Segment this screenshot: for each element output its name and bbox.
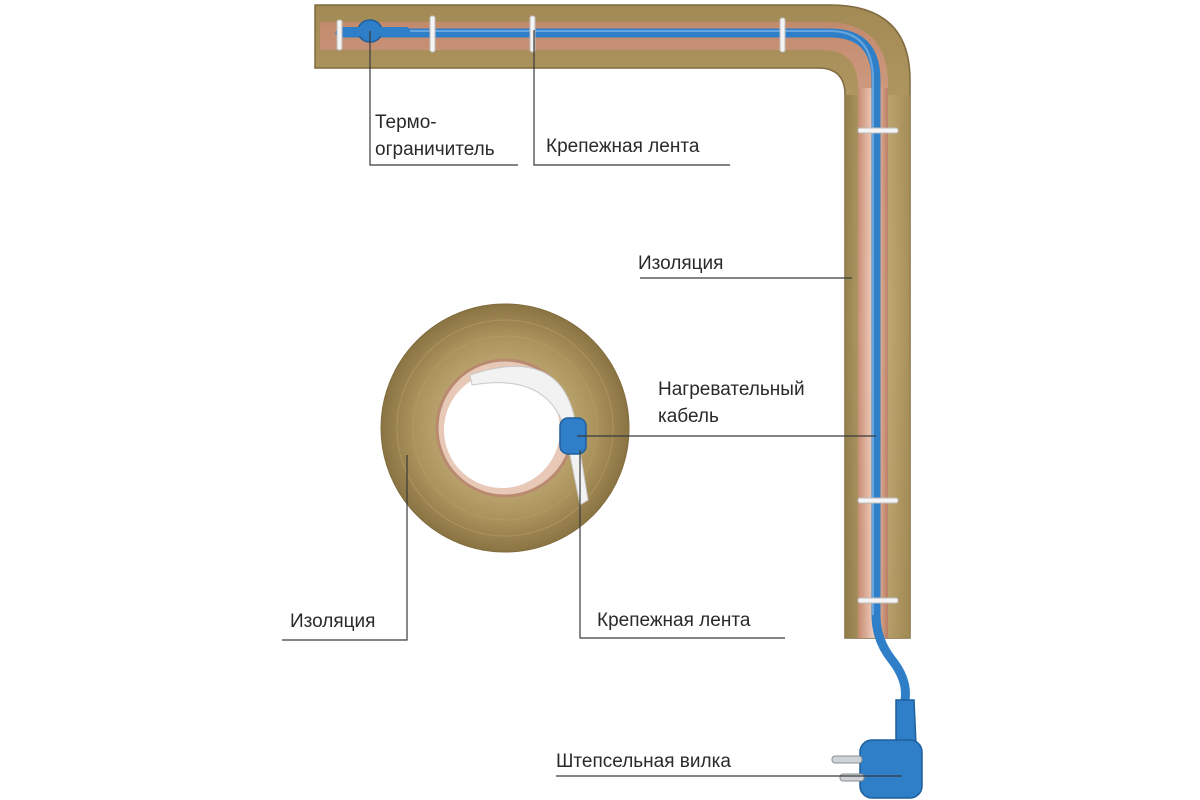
plug-icon — [831, 699, 923, 799]
label-insulation-right: Изоляция — [638, 253, 724, 274]
pipe-cross-section — [380, 303, 630, 553]
label-plug: Штепсельная вилка — [556, 751, 731, 772]
label-mounting-tape-bottom: Крепежная лента — [597, 610, 751, 631]
label-insulation-left: Изоляция — [290, 611, 376, 632]
label-thermostat: Термо- ограничитель — [375, 112, 495, 160]
label-mounting-tape-top: Крепежная лента — [546, 136, 700, 157]
cable-ties — [336, 15, 899, 604]
leader-lines — [282, 30, 902, 777]
label-heating-cable: Нагревательный кабель — [658, 379, 805, 427]
pipe-insulation — [314, 4, 911, 639]
heating-cable-highlight — [340, 30, 874, 615]
thermostat-icon — [340, 19, 410, 43]
